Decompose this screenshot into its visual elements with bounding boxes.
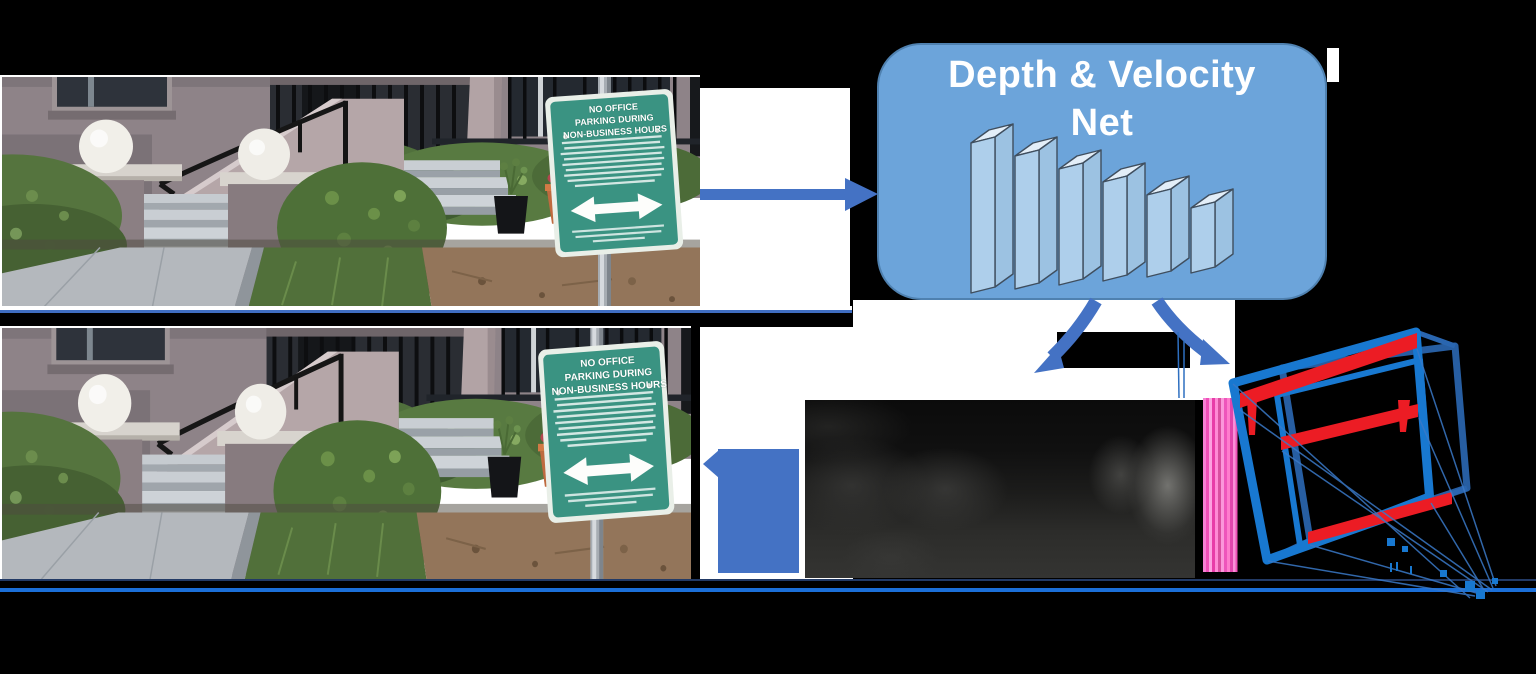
- net-title-line1: Depth & Velocity: [948, 54, 1256, 96]
- depth-velocity-net-box: Depth & Velocity Net: [877, 43, 1327, 300]
- image-plane-stripes: [1203, 398, 1238, 572]
- network-layers-icon: [970, 123, 1234, 294]
- bg-panel-box-right-sliver: [1327, 48, 1339, 82]
- depth-map-output: [805, 400, 1195, 578]
- bg-panel-top-corridor: [697, 88, 850, 312]
- input-frame-1: [0, 75, 700, 311]
- 3d-wireframe-output: [1177, 327, 1498, 599]
- input-frame-2: [0, 326, 691, 579]
- street-scene-frame2: [2, 328, 691, 579]
- camera-markers: [1387, 538, 1498, 599]
- projection-rays: [1232, 348, 1497, 599]
- street-scene-frame1: [2, 77, 700, 309]
- net-title-line2: Net: [1070, 102, 1134, 144]
- net-box-title: Depth & Velocity Net: [879, 51, 1325, 147]
- thin-guide-lines: [1177, 331, 1185, 399]
